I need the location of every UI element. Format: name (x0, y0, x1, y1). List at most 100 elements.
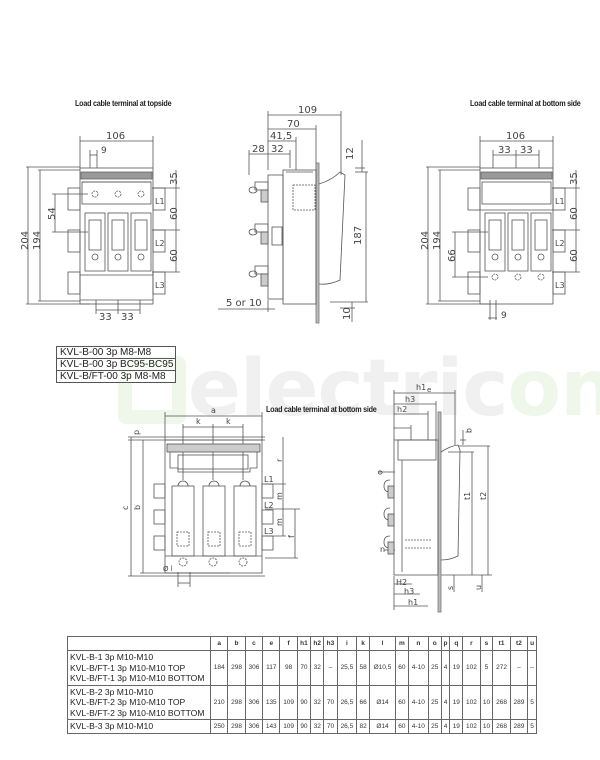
value-cell: 25 (427, 719, 442, 734)
phase-label-l3: L3 (155, 281, 165, 290)
value-cell: 25 (427, 650, 442, 686)
model-name: KVL-B-1 3p M10-M10 (70, 652, 154, 662)
phase-label-l3: L3 (264, 527, 274, 536)
value-cell: 19 (449, 684, 464, 720)
value-cell: 60 (394, 650, 409, 686)
label-h3-bottom: h3 (404, 587, 414, 596)
dim-top-left: 33 (498, 145, 511, 156)
phase-label-l2: L2 (264, 501, 274, 510)
dim-spacing-2: 60 (569, 249, 580, 262)
col-m: m (394, 636, 409, 651)
label-h2: h2 (397, 405, 407, 414)
dim-32: 32 (271, 144, 284, 155)
value-cell: 10 (479, 684, 494, 720)
value-cell: 298 (227, 650, 246, 686)
dim-spacing-2: 60 (169, 249, 180, 262)
value-cell: 184 (209, 650, 229, 686)
value-cell: 70 (296, 650, 312, 686)
value-cell: 4-10 (407, 650, 429, 686)
caption-top-left: Load cable terminal at topside (75, 98, 172, 108)
dim-spacing-1: 60 (569, 207, 580, 220)
dimensions-table: a b c e f h1 h2 h3 i k l m n o p q r s t… (67, 636, 537, 734)
dim-width: 106 (506, 131, 525, 142)
label-m-2: m (275, 518, 284, 526)
col-s: s (479, 636, 494, 651)
value-cell: 66 (356, 684, 371, 720)
label-h1-bottom: h1 (408, 598, 418, 607)
label-c: c (121, 506, 130, 510)
model-item: KVL-B/FT-00 3p M8-M8 (60, 371, 166, 382)
label-o: o (376, 470, 385, 475)
value-cell: 58 (356, 650, 371, 686)
value-cell: 102 (462, 719, 481, 734)
value-cell: 32 (310, 650, 325, 686)
value-cell: 4-10 (407, 719, 429, 734)
dim-41-5: 41,5 (270, 131, 292, 142)
dim-pitch: 9 (101, 146, 107, 156)
value-cell: 268 (492, 684, 511, 720)
phase-label-l1: L1 (155, 197, 165, 206)
value-cell: 109 (279, 684, 298, 720)
col-h1: h1 (296, 636, 312, 651)
col-q: q (449, 636, 464, 651)
dim-187: 187 (353, 226, 364, 245)
value-cell: 4 (440, 650, 451, 686)
value-cell: 4-10 (407, 684, 429, 720)
dim-top-right: 33 (520, 145, 533, 156)
value-cell: 70 (323, 684, 338, 720)
value-cell: Ø10,5 (369, 650, 396, 686)
value-cell: 102 (462, 684, 481, 720)
drawing-param-side: h1 e h3 h2 q o t1 t2 n H2 h3 h1 s u (376, 383, 492, 613)
label-k-left: k (196, 417, 201, 426)
label-s: s (446, 586, 455, 590)
value-cell: 60 (394, 719, 409, 734)
col-t2: t2 (509, 636, 529, 651)
caption-middle: Load cable terminal at bottom side (266, 404, 377, 414)
caption-top-right: Load cable terminal at bottom side (470, 98, 581, 108)
col-r: r (462, 636, 481, 651)
phase-label-l3: L3 (555, 281, 565, 290)
value-cell: 19 (449, 719, 464, 734)
value-cell: – (323, 650, 338, 686)
dim-top: 35 (169, 172, 180, 185)
value-cell: 90 (296, 684, 312, 720)
label-q: q (465, 428, 474, 433)
label-n: n (380, 545, 385, 554)
value-cell: 32 (310, 684, 325, 720)
col-i: i (336, 636, 358, 651)
value-cell: 109 (279, 719, 298, 734)
phase-label-l2: L2 (555, 239, 565, 248)
value-cell: 60 (394, 684, 409, 720)
col-l: l (369, 636, 396, 651)
model-name: KVL-B-2 3p M10-M10 (70, 686, 154, 697)
value-cell: Ø14 (369, 719, 396, 734)
dim-bottom-right: 33 (121, 312, 134, 323)
table-row: KVL-B-2 3p M10-M10 KVL-B/FT-2 3p M10-M10… (67, 684, 537, 720)
label-p: p (132, 430, 141, 435)
col-h2: h2 (310, 636, 325, 651)
dim-28: 28 (252, 144, 265, 155)
label-b: b (133, 505, 142, 510)
label-h3: h3 (405, 395, 415, 404)
label-u: u (474, 585, 483, 590)
value-cell: 298 (227, 719, 246, 734)
value-cell: 5 (527, 719, 537, 734)
value-cell: 19 (449, 650, 464, 686)
model-name: KVL-B/FT-1 3p M10-M10 BOTTOM (70, 673, 205, 683)
value-cell: Ø14 (369, 684, 396, 720)
value-cell: 306 (244, 684, 264, 720)
dim-spacing-1: 60 (169, 207, 180, 220)
dim-height-outer: 204 (420, 231, 431, 250)
value-cell: 70 (323, 719, 338, 734)
col-o: o (427, 636, 442, 651)
label-h2-bottom: H2 (396, 578, 407, 587)
model-name: KVL-B-3 3p M10-M10 (70, 721, 154, 731)
value-cell: – (527, 650, 537, 686)
watermark-text-end: on (507, 344, 600, 434)
value-cell: – (509, 650, 529, 686)
col-h3: h3 (323, 636, 338, 651)
value-cell: 289 (509, 719, 529, 734)
dim-bottom-left: 33 (99, 312, 112, 323)
value-cell: 10 (479, 719, 494, 734)
value-cell: 4 (440, 719, 451, 734)
